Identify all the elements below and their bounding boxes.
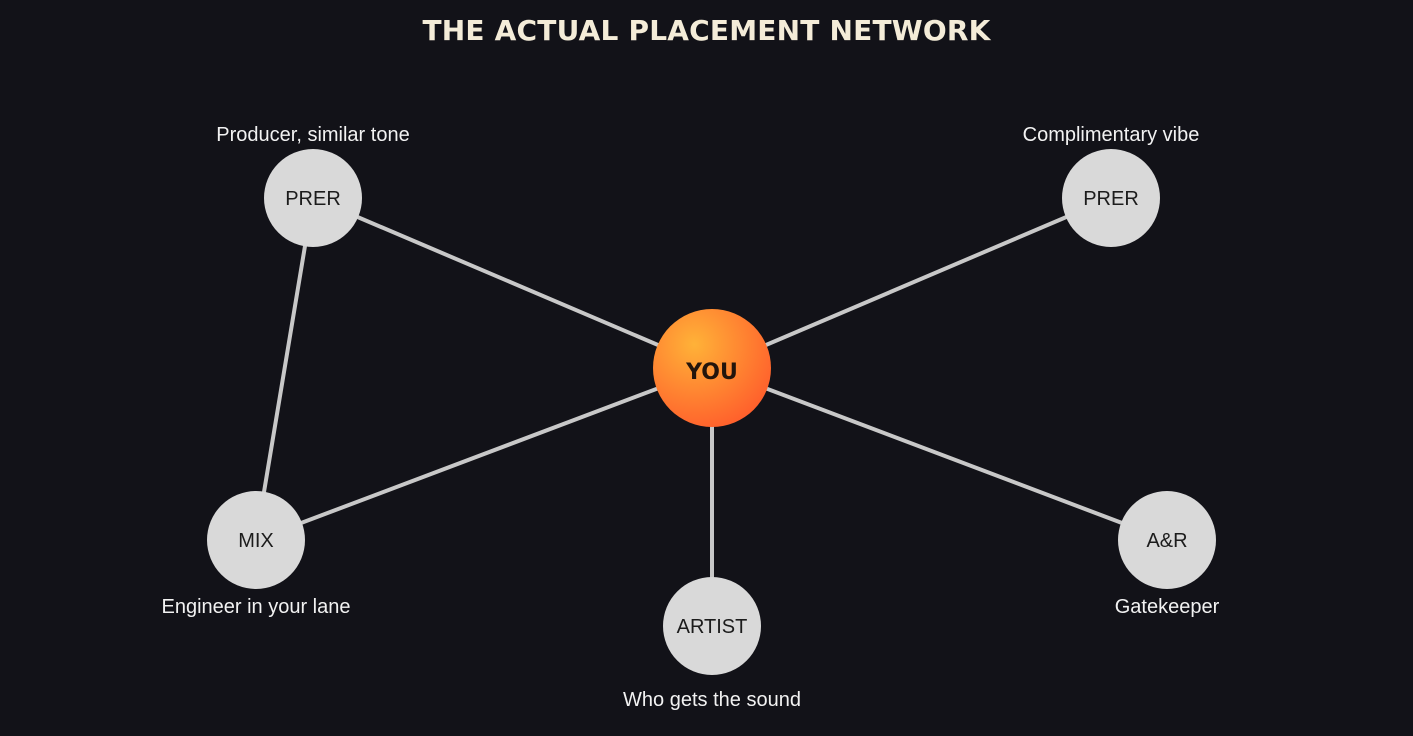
center-label: YOU bbox=[685, 360, 738, 385]
node-artist: ARTIST Who gets the sound bbox=[623, 577, 801, 711]
node-prer-right: Complimentary vibe PRER bbox=[1023, 124, 1200, 247]
page-title: THE ACTUAL PLACEMENT NETWORK bbox=[422, 14, 991, 47]
node-circle bbox=[1062, 149, 1160, 247]
node-caption: Complimentary vibe bbox=[1023, 124, 1200, 146]
node-prer-left: Producer, similar tone PRER bbox=[216, 124, 410, 247]
edge-you-anr bbox=[710, 366, 1169, 542]
edge-you-prer-left bbox=[311, 196, 714, 370]
node-label: PRER bbox=[285, 188, 341, 210]
node-caption: Gatekeeper bbox=[1115, 596, 1220, 618]
edge-you-prer-right bbox=[710, 196, 1113, 370]
center-circle bbox=[653, 309, 771, 427]
node-label: MIX bbox=[238, 530, 274, 552]
node-circle bbox=[264, 149, 362, 247]
node-caption: Who gets the sound bbox=[623, 689, 801, 711]
node-circle bbox=[1118, 491, 1216, 589]
node-caption: Producer, similar tone bbox=[216, 124, 409, 146]
node-anr: A&R Gatekeeper bbox=[1115, 491, 1220, 618]
node-circle bbox=[207, 491, 305, 589]
node-label: ARTIST bbox=[677, 616, 748, 638]
node-circle bbox=[663, 577, 761, 675]
edge-prer-left-mix bbox=[254, 196, 315, 542]
node-caption: Engineer in your lane bbox=[161, 596, 350, 618]
node-label: A&R bbox=[1146, 530, 1187, 552]
node-you: YOU bbox=[653, 309, 771, 427]
node-mix: MIX Engineer in your lane bbox=[161, 491, 351, 618]
node-label: PRER bbox=[1083, 188, 1139, 210]
edge-you-mix bbox=[254, 366, 714, 542]
